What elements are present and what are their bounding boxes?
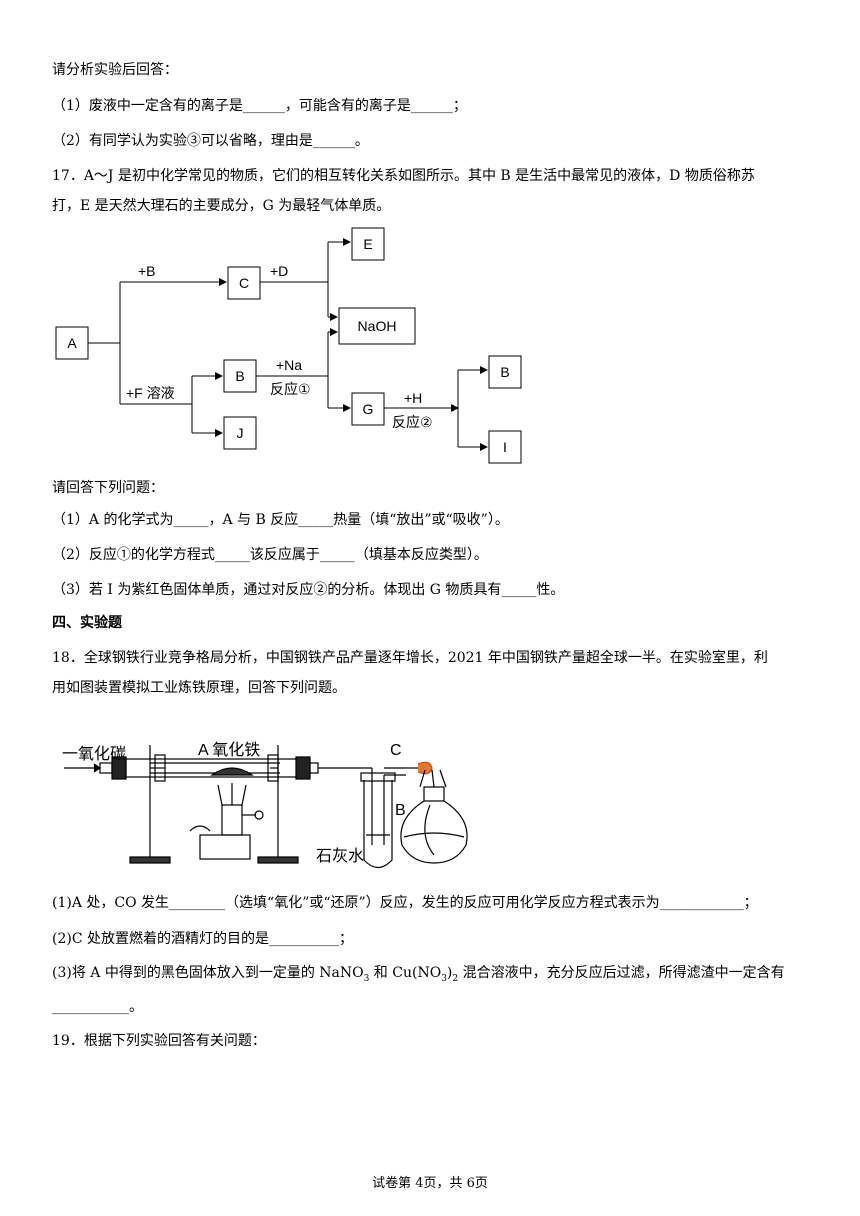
q18-part3-sub2: 3 — [441, 973, 447, 984]
label-i: I — [503, 439, 507, 455]
q16-intro: 请分析实验后回答： — [52, 62, 178, 78]
q16-part2: （2）有同学认为实验③可以省略，理由是______。 — [52, 133, 369, 149]
q17-ask: 请回答下列问题： — [52, 480, 164, 496]
q17-stem-line1: 17．A～J 是初中化学常见的物质，它们的相互转化关系如图所示。其中 B 是生活… — [52, 168, 755, 184]
q18-part3-sub3: 2 — [452, 973, 459, 984]
edge-plus-b: +B — [138, 263, 156, 279]
q16-part1: （1）废液中一定含有的离子是______，可能含有的离子是______； — [52, 98, 467, 114]
box-c — [227, 266, 261, 300]
q18-part3-mid: 和 Cu(NO — [369, 965, 442, 981]
edge-plus-h: +H — [404, 390, 422, 406]
q17-part3: （3）若 I 为紫红色固体单质，通过对反应②的分析。体现出 G 物质具有____… — [52, 582, 565, 598]
c-label: C — [390, 742, 402, 759]
q18-part3-end: 混合溶液中，充分反应后过滤，所得滤渣中一定含有 — [458, 965, 785, 981]
q17-stem-line2: 打，E 是天然大理石的主要成分，G 为最轻气体单质。 — [52, 198, 391, 214]
limewater-label: 石灰水 — [316, 847, 364, 865]
box-j — [223, 416, 257, 450]
q18-part3: (3)将 A 中得到的黑色固体放入到一定量的 NaNO3 和 Cu(NO3)2 … — [52, 963, 785, 989]
label-e: E — [363, 236, 372, 252]
label-j: J — [237, 425, 244, 441]
q18-part3-sub1: 3 — [363, 973, 370, 984]
box-naoh — [338, 307, 416, 345]
edge-plus-na: +Na — [276, 357, 302, 373]
edge-reaction2: 反应② — [392, 414, 433, 430]
label-b1: B — [235, 368, 244, 384]
q18-part1: (1)A 处，CO 发生________（选填“氧化”或“还原”）反应，发生的反… — [52, 895, 758, 911]
q17-part1: （1）A 的化学式为_____，A 与 B 反应_____热量（填“放出”或“吸… — [52, 512, 509, 528]
b-label: B — [395, 802, 406, 819]
box-e — [351, 227, 385, 261]
box-b2 — [488, 355, 522, 389]
box-g — [351, 392, 385, 426]
q18-part3-pre: (3)将 A 中得到的黑色固体放入到一定量的 NaNO — [52, 965, 364, 981]
label-naoh: NaOH — [358, 318, 397, 334]
edge-reaction1: 反应① — [270, 381, 311, 397]
page-footer: 试卷第 4页，共 6页 — [372, 1176, 488, 1191]
q19-stem: 19．根据下列实验回答有关问题： — [52, 1033, 266, 1049]
edge-plus-d: +D — [270, 263, 288, 279]
q17-part2: （2）反应①的化学方程式_____该反应属于_____（填基本反应类型）。 — [52, 547, 488, 563]
co-label: 一氧化碳 — [62, 745, 126, 763]
label-b2: B — [500, 364, 509, 380]
q18-stem-line2: 用如图装置模拟工业炼铁原理，回答下列问题。 — [52, 680, 346, 696]
q18-apparatus-diagram: 一氧化碳 A 氧化铁 C B 石灰水 — [62, 741, 468, 869]
label-g: G — [363, 401, 374, 417]
a-label: A 氧化铁 — [198, 741, 260, 759]
q18-stem-line1: 18．全球钢铁行业竞争格局分析，中国钢铁产品产量逐年增长，2021 年中国钢铁产… — [52, 650, 768, 666]
q17-conversion-diagram: A C E NaOH B J G B I +B +D +F 溶液 +Na 反应①… — [55, 227, 522, 464]
edge-plus-f: +F 溶液 — [126, 385, 175, 401]
q18-part3-line2: ___________。 — [52, 999, 143, 1015]
q18-part2: (2)C 处放置燃着的酒精灯的目的是__________； — [52, 931, 353, 947]
label-c: C — [239, 275, 249, 291]
label-a: A — [67, 335, 77, 351]
section-title: 四、实验题 — [52, 615, 122, 631]
q18-part3-post: ) — [446, 965, 453, 981]
box-i — [488, 430, 522, 464]
